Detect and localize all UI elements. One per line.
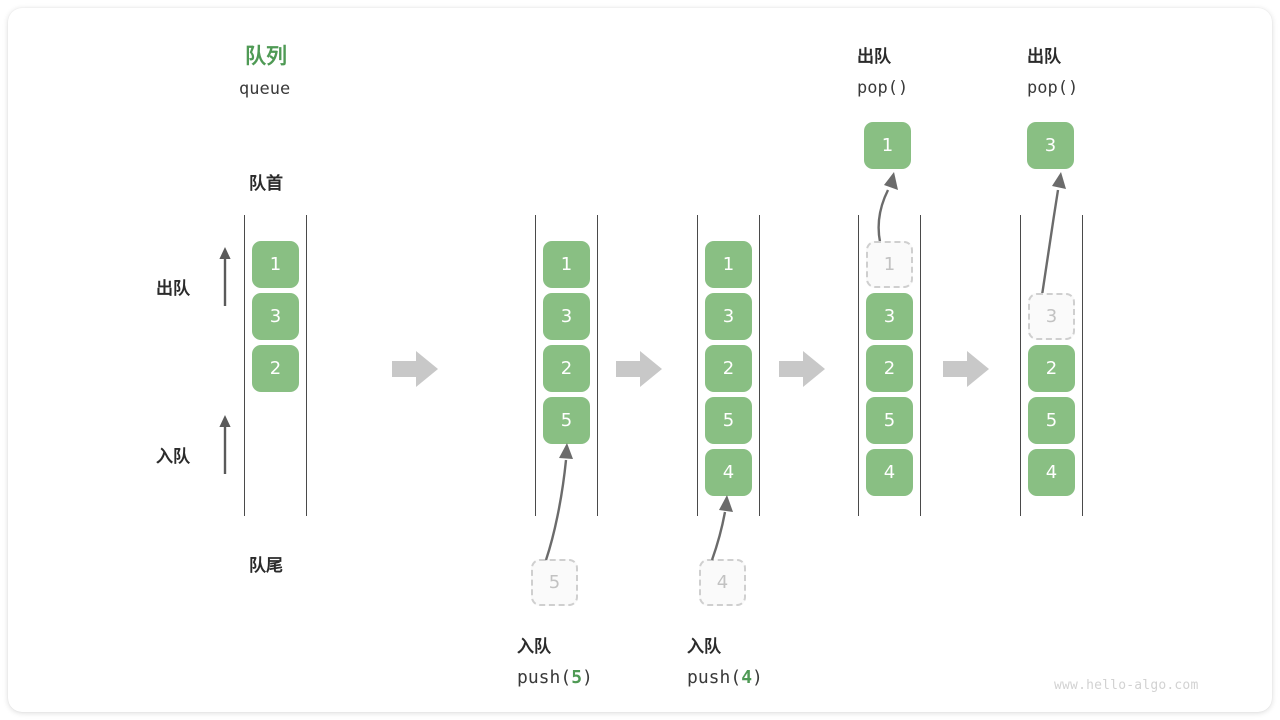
queue-cell: 5 <box>705 397 752 444</box>
popped-cell: 3 <box>1027 122 1074 169</box>
push-caption-code-suffix: ) <box>582 667 593 688</box>
pop-header-code: pop() <box>1027 78 1079 98</box>
rail-right <box>920 215 922 516</box>
queue-cell: 1 <box>543 241 590 288</box>
figure-title-cn: 队列 <box>245 44 287 68</box>
queue-cell: 2 <box>705 345 752 392</box>
rail-left <box>1020 215 1022 516</box>
push-arrow-icon <box>710 495 733 561</box>
rear-label: 队尾 <box>249 556 283 576</box>
push-caption-code: push(4) <box>687 667 763 688</box>
front-label: 队首 <box>249 174 283 194</box>
pop-header-code: pop() <box>857 78 909 98</box>
rail-right <box>306 215 308 516</box>
queue-cell: 4 <box>1028 449 1075 496</box>
watermark: www.hello-algo.com <box>1054 678 1199 693</box>
queue-cell-ghost: 3 <box>1028 293 1075 340</box>
queue-cell: 5 <box>543 397 590 444</box>
step-arrow-icon <box>943 351 989 387</box>
pop-arrow-icon <box>1039 172 1066 303</box>
queue-cell: 5 <box>866 397 913 444</box>
queue-cell: 4 <box>705 449 752 496</box>
rail-left <box>244 215 246 516</box>
queue-cell: 2 <box>866 345 913 392</box>
queue-cell: 5 <box>1028 397 1075 444</box>
step-arrow-icon <box>616 351 662 387</box>
queue-cell: 4 <box>866 449 913 496</box>
queue-cell: 1 <box>705 241 752 288</box>
popped-cell: 1 <box>864 122 911 169</box>
queue-cell: 2 <box>252 345 299 392</box>
queue-cell: 2 <box>1028 345 1075 392</box>
step-arrow-icon <box>779 351 825 387</box>
push-caption-code-prefix: push( <box>687 667 742 688</box>
rail-right <box>597 215 599 516</box>
push-caption-cn: 入队 <box>687 637 721 657</box>
rail-right <box>1082 215 1084 516</box>
queue-cell: 1 <box>252 241 299 288</box>
pop-arrow-icon <box>877 172 898 251</box>
incoming-ghost-cell: 5 <box>531 559 578 606</box>
dequeue-side-label: 出队 <box>156 279 190 299</box>
figure-card: 队列 queue 队首 队尾 出队 入队 1 3 2 1 3 2 5 5 <box>8 8 1272 712</box>
push-arrow-icon <box>544 443 573 561</box>
incoming-ghost-cell: 4 <box>699 559 746 606</box>
rail-left <box>535 215 537 516</box>
queue-cell-ghost: 1 <box>866 241 913 288</box>
rail-left <box>858 215 860 516</box>
queue-cell: 3 <box>252 293 299 340</box>
push-caption-code-prefix: push( <box>517 667 572 688</box>
push-caption-code-value: 4 <box>741 667 753 688</box>
push-caption-code-suffix: ) <box>752 667 763 688</box>
dequeue-direction-arrow-icon <box>219 247 231 306</box>
queue-cell: 2 <box>543 345 590 392</box>
push-caption-cn: 入队 <box>517 637 551 657</box>
enqueue-side-label: 入队 <box>156 447 190 467</box>
push-caption-code-value: 5 <box>571 667 583 688</box>
figure-title-en: queue <box>239 79 291 99</box>
queue-cell: 3 <box>543 293 590 340</box>
step-arrow-icon <box>392 351 438 387</box>
rail-right <box>759 215 761 516</box>
enqueue-direction-arrow-icon <box>219 415 231 474</box>
push-caption-code: push(5) <box>517 667 593 688</box>
queue-cell: 3 <box>866 293 913 340</box>
rail-left <box>697 215 699 516</box>
pop-header-cn: 出队 <box>857 47 891 67</box>
diagram-stage: 队列 queue 队首 队尾 出队 入队 1 3 2 1 3 2 5 5 <box>8 8 1272 712</box>
queue-cell: 3 <box>705 293 752 340</box>
pop-header-cn: 出队 <box>1027 47 1061 67</box>
